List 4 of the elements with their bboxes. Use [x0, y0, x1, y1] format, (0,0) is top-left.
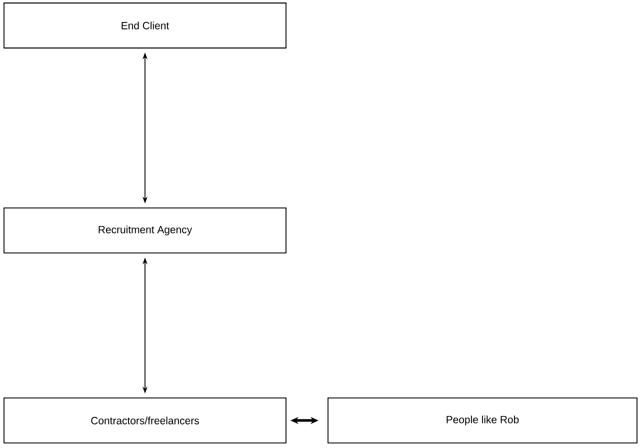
process-box: End Client [4, 2, 286, 48]
process-box: Contractors/freelancers [4, 398, 286, 444]
process-box: People like Rob [328, 398, 638, 444]
process-box: Recruitment Agency [4, 208, 286, 254]
